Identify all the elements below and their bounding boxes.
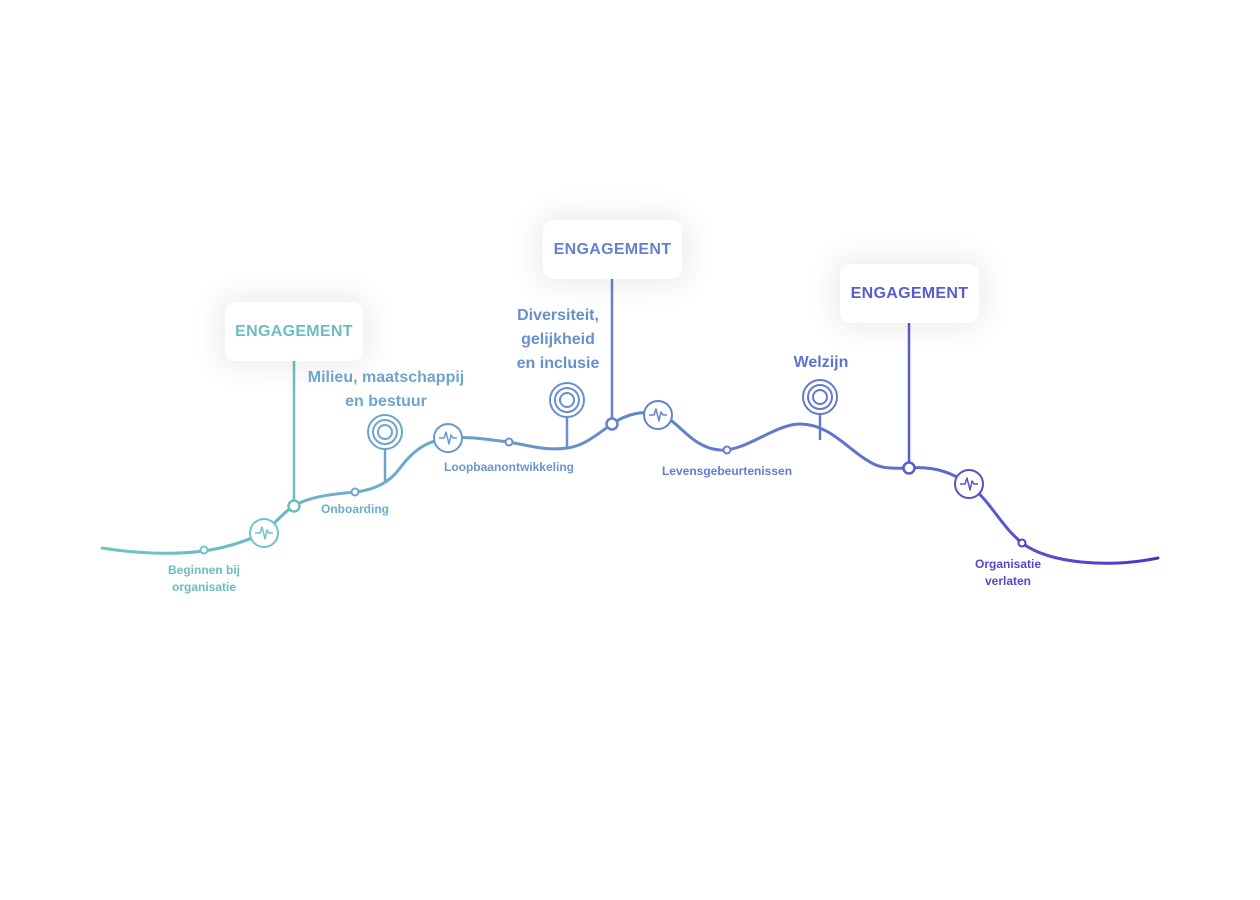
topic-label-dei: Diversiteit, gelijkheid en inclusie	[516, 307, 600, 372]
stage-label-life-events: Levensgebeurtenissen	[661, 464, 793, 478]
topic-label-wellbeing: Welzijn	[793, 354, 849, 371]
waypoint-dot	[199, 545, 209, 555]
stage-label-career-development: Loopbaanontwikkeling	[443, 460, 574, 474]
target-rings-icon	[549, 382, 585, 418]
waypoint-dot	[350, 487, 360, 497]
heartbeat-pulse-icon	[433, 423, 463, 453]
engagement-junction	[605, 417, 619, 431]
engagement-card-exit: ENGAGEMENT	[840, 264, 979, 323]
engagement-junction	[287, 499, 301, 513]
heartbeat-pulse-icon	[954, 469, 984, 499]
topic-label-esg: Milieu, maatschappij en bestuur	[307, 369, 465, 410]
target-rings-icon	[367, 414, 403, 450]
stage-label-onboarding: Onboarding	[321, 502, 389, 516]
target-rings-icon	[802, 379, 838, 415]
heartbeat-pulse-icon	[249, 518, 279, 548]
engagement-card-diversity: ENGAGEMENT	[543, 220, 682, 279]
stage-label-joining: Beginnen bij organisatie	[168, 563, 240, 594]
waypoint-dot	[722, 445, 732, 455]
heartbeat-pulse-icon	[643, 400, 673, 430]
stage-label-leaving: Organisatie verlaten	[974, 557, 1042, 588]
waypoint-dot	[504, 437, 514, 447]
engagement-card-onboarding: ENGAGEMENT	[225, 302, 363, 361]
waypoint-dot	[1017, 538, 1027, 548]
engagement-junction	[902, 461, 916, 475]
